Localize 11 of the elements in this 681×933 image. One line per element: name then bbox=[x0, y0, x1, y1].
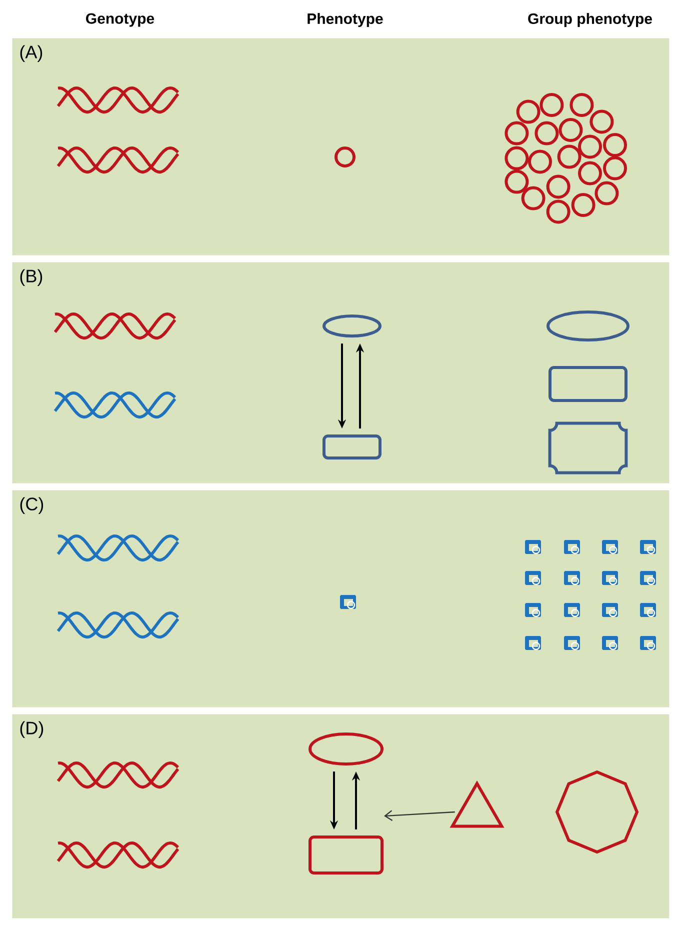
panel: (C) bbox=[12, 490, 670, 708]
panel: (B) bbox=[12, 262, 670, 484]
ellipse-shape bbox=[322, 314, 382, 338]
ellipse-shape bbox=[308, 732, 384, 766]
rectangle-shape bbox=[308, 836, 384, 874]
arrow bbox=[384, 810, 455, 822]
rectangle-shape bbox=[548, 366, 628, 402]
ellipse-shape bbox=[546, 310, 630, 342]
rectangle-shape bbox=[322, 434, 382, 460]
panel: (A) bbox=[12, 38, 670, 256]
panel: (D) bbox=[12, 714, 670, 918]
